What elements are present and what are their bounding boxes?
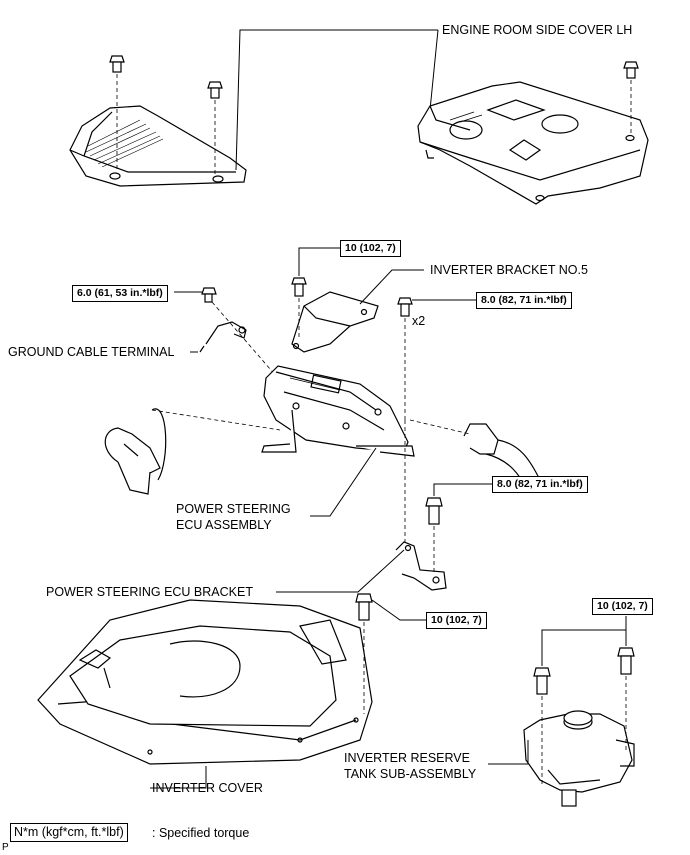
bolt-tank-left bbox=[533, 667, 551, 786]
label-x2: x2 bbox=[412, 314, 426, 328]
legend-torque-unit: N*m (kgf*cm, ft.*lbf) bbox=[10, 823, 128, 842]
bolt-tank-right bbox=[617, 647, 635, 750]
torque-ecu-bracket: 8.0 (82, 71 in.*lbf) bbox=[492, 476, 588, 493]
bolt-left-1 bbox=[109, 55, 125, 172]
inverter-reserve-tank bbox=[523, 710, 635, 807]
corner-code: P bbox=[2, 842, 9, 853]
torque-inverter-cover: 10 (102, 7) bbox=[426, 612, 487, 629]
power-steering-ecu-bracket bbox=[395, 541, 447, 591]
label-reserve-tank-line2: TANK SUB-ASSEMBLY bbox=[344, 767, 477, 781]
torque-ground: 6.0 (61, 53 in.*lbf) bbox=[72, 285, 168, 302]
wire-harness-right bbox=[409, 419, 541, 489]
label-reserve-tank-line1: INVERTER RESERVE bbox=[344, 751, 470, 765]
side-cover-right-piece bbox=[417, 81, 649, 205]
bolt-inverter-cover bbox=[355, 593, 373, 714]
torque-reserve-tank: 10 (102, 7) bbox=[592, 598, 653, 615]
label-ps-ecu-bracket: POWER STEERING ECU BRACKET bbox=[46, 585, 253, 599]
wire-harness-left bbox=[104, 408, 281, 495]
side-cover-left-piece bbox=[69, 105, 247, 187]
label-inverter-cover: INVERTER COVER bbox=[152, 781, 263, 795]
legend-description: : Specified torque bbox=[152, 826, 250, 840]
label-inverter-bracket: INVERTER BRACKET NO.5 bbox=[430, 263, 588, 277]
inverter-bracket-no5 bbox=[291, 291, 379, 353]
label-engine-room-side-cover: ENGINE ROOM SIDE COVER LH bbox=[442, 23, 633, 37]
bolt-ecu-x2 bbox=[397, 297, 413, 420]
inverter-cover bbox=[37, 599, 373, 765]
label-ps-ecu-assembly-line1: POWER STEERING bbox=[176, 502, 291, 516]
bolt-bracket-top bbox=[291, 277, 307, 340]
torque-bracket-top: 10 (102, 7) bbox=[340, 240, 401, 257]
ground-cable-terminal bbox=[199, 321, 247, 353]
label-ground-cable-terminal: GROUND CABLE TERMINAL bbox=[8, 345, 175, 359]
bolt-right bbox=[623, 61, 639, 136]
bolt-left-2 bbox=[207, 81, 223, 176]
bolt-ecu-bracket bbox=[425, 497, 443, 574]
power-steering-ecu-assembly bbox=[261, 365, 415, 457]
label-ps-ecu-assembly-line2: ECU ASSEMBLY bbox=[176, 518, 272, 532]
torque-ecu-x2: 8.0 (82, 71 in.*lbf) bbox=[476, 292, 572, 309]
